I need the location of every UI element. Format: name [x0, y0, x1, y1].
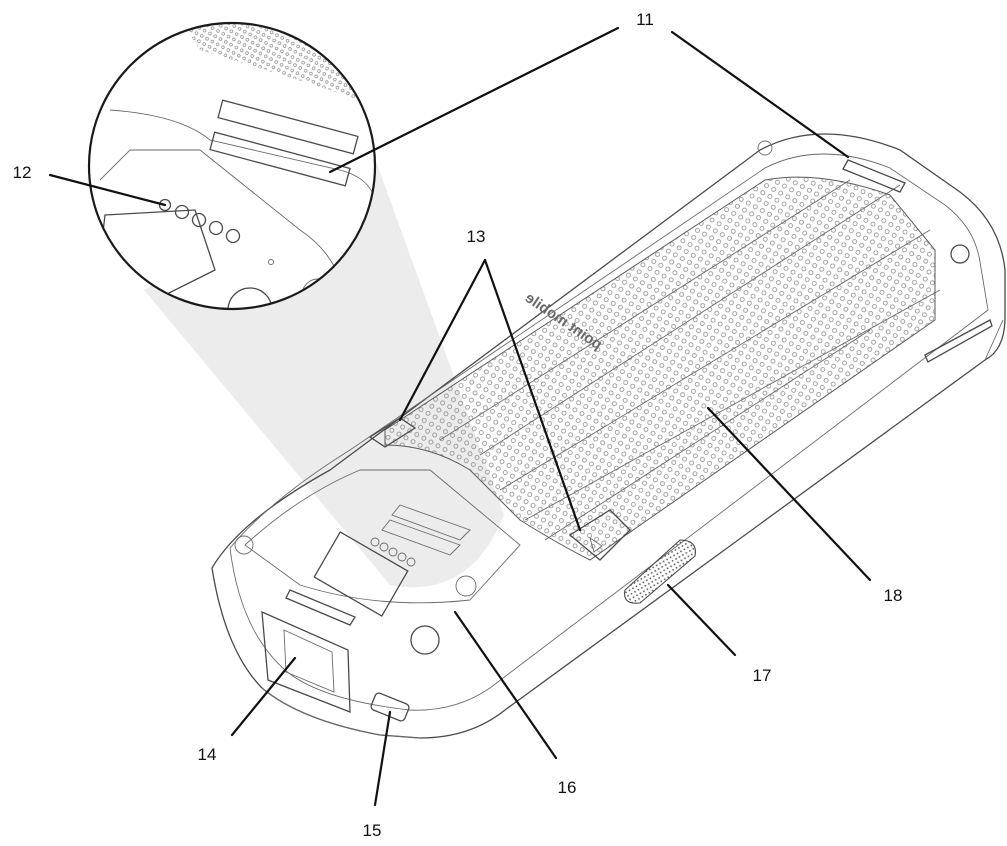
- screw-hole: [234, 535, 254, 555]
- callout-labels: 11 12 13 14 15 16 17 18: [13, 10, 903, 840]
- leader-11a: [328, 26, 620, 174]
- leader-12: [48, 173, 167, 207]
- leader-15: [373, 710, 392, 807]
- scanner-window: [261, 610, 351, 713]
- leader-14: [230, 656, 297, 737]
- callout-14: 14: [198, 745, 217, 764]
- top-slot: [842, 159, 906, 193]
- sensor-dots-lower: [370, 537, 416, 567]
- callout-17: 17: [753, 666, 772, 685]
- speaker-grille: [624, 539, 696, 604]
- side-key: [924, 319, 993, 363]
- battery-latch-right: [568, 509, 631, 561]
- leader-13a: [398, 258, 487, 422]
- callout-15: 15: [363, 821, 382, 840]
- leader-16: [453, 610, 558, 760]
- camera-window: [313, 531, 409, 617]
- usb-port: [370, 692, 410, 722]
- leader-18: [706, 406, 872, 582]
- bottom-slot: [285, 589, 356, 626]
- callout-12: 12: [13, 163, 32, 182]
- leader-11b: [670, 30, 850, 159]
- callout-16: 16: [558, 778, 577, 797]
- battery-latch-left: [368, 417, 417, 448]
- zoom-detail-frame: [87, 21, 377, 311]
- callout-11: 11: [636, 10, 654, 29]
- screw-hole: [410, 625, 440, 655]
- leader-lines: [48, 26, 872, 807]
- callout-18: 18: [884, 586, 903, 605]
- screw-hole: [757, 140, 773, 156]
- leader-13b: [483, 258, 582, 532]
- screw-hole: [455, 575, 477, 597]
- leader-17: [666, 583, 737, 657]
- callout-13: 13: [467, 227, 486, 246]
- screw-hole: [950, 244, 970, 264]
- battery-cover-texture: [384, 176, 936, 561]
